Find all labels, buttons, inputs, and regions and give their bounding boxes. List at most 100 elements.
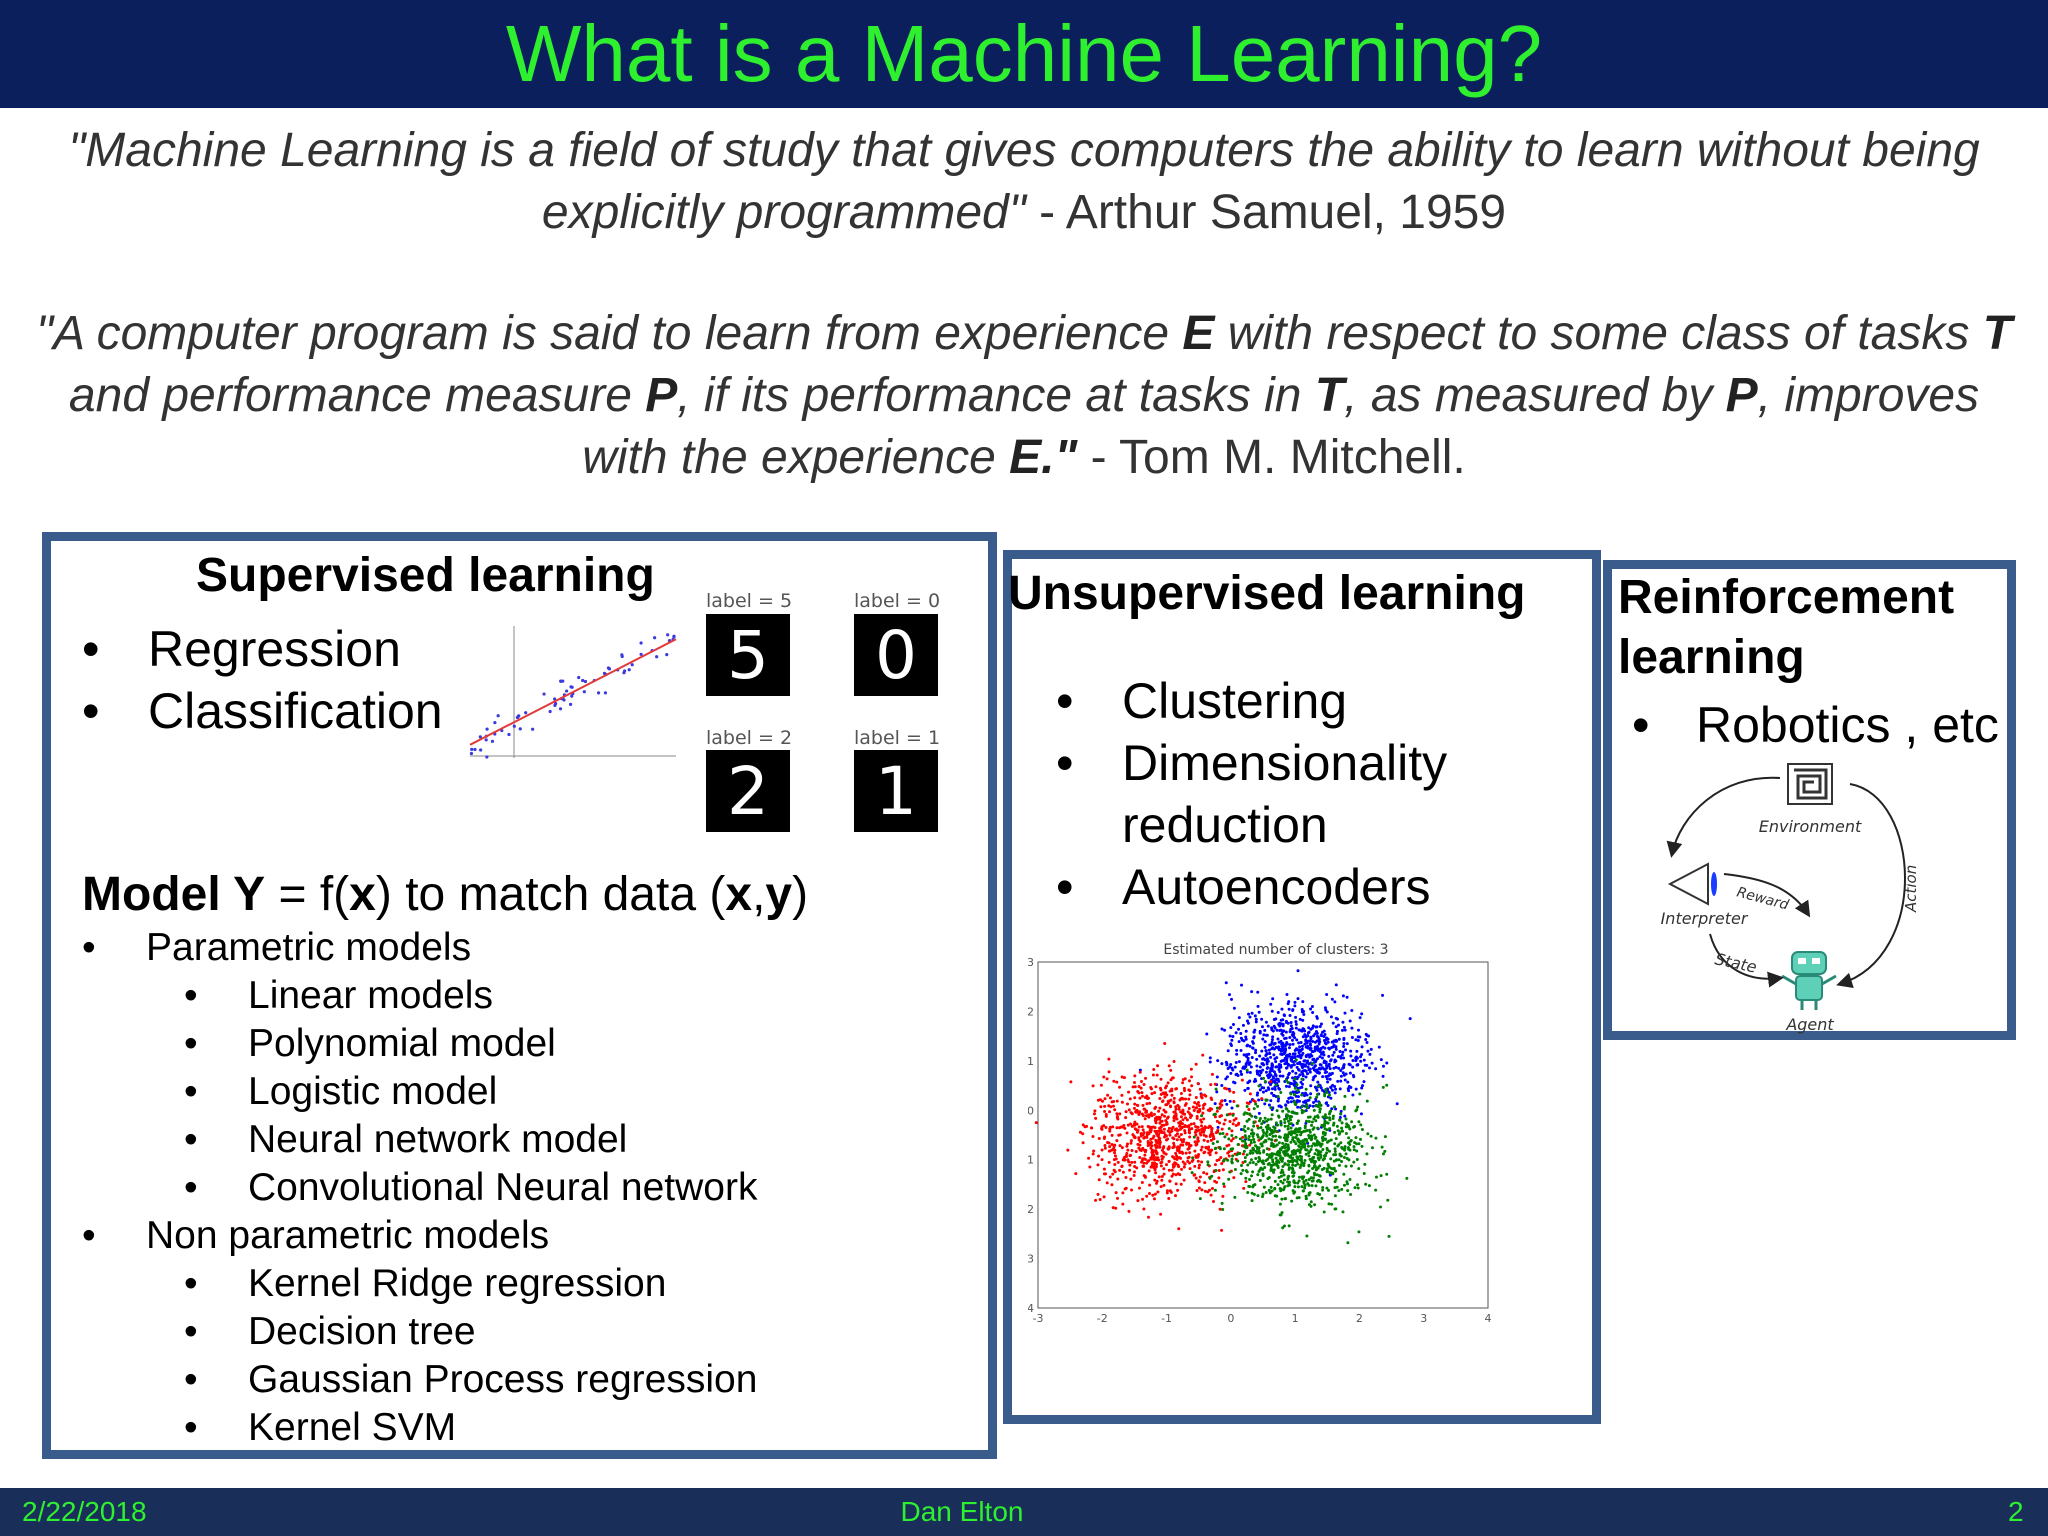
cluster-point [1331,1123,1335,1127]
cluster-point [1245,1105,1249,1109]
cluster-point [1207,1148,1211,1152]
cluster-point [1257,1156,1261,1160]
cluster-point [1118,1144,1122,1148]
cluster-point [1183,1077,1187,1081]
cluster-point [1291,1076,1295,1080]
cluster-point [1229,1062,1233,1066]
cluster-point [1232,1176,1236,1180]
cluster-point [1155,1073,1159,1077]
cluster-point [1324,1038,1328,1042]
x-tick-label: 0 [1227,1312,1234,1324]
cluster-point [1262,1086,1266,1090]
quote-samuel-text: "Machine Learning is a field of study th… [68,124,1980,239]
cluster-point [1237,1027,1241,1031]
cluster-point [1346,1080,1350,1084]
cluster-point [1335,1158,1339,1162]
cluster-point [1158,1139,1162,1143]
x-tick-label: 2 [1356,1312,1363,1324]
cluster-point [1270,1087,1274,1091]
cluster-point [1315,1088,1319,1092]
cluster-point [1241,1152,1245,1156]
cluster-point [1166,1137,1170,1141]
cluster-point [1305,1103,1309,1107]
scatter-point [666,633,670,637]
cluster-point [1120,1075,1124,1079]
q2-part1: "A computer program is said to learn fro… [35,307,1183,360]
cluster-point [1335,1032,1339,1036]
cluster-point [1116,1177,1120,1181]
cluster-point [1177,1147,1181,1151]
cluster-point [1165,1189,1169,1193]
cluster-point [1307,1068,1311,1072]
cluster-point [1354,1136,1358,1140]
cluster-point [1203,1102,1207,1106]
cluster-point [1174,1151,1178,1155]
cluster-point [1189,1067,1193,1071]
cluster-point [1066,1148,1070,1152]
cluster-point [1283,1162,1287,1166]
cluster-point [1280,1211,1284,1215]
cluster-point [1101,1099,1105,1103]
cluster-point [1196,1125,1200,1129]
cluster-point [1381,993,1385,997]
cluster-point [1311,1011,1315,1015]
cluster-point [1296,1119,1300,1123]
footer-date: 2/22/2018 [22,1496,147,1527]
cluster-point [1338,1116,1342,1120]
bullet: • [184,1166,198,1209]
cluster-point [1331,1088,1335,1092]
cluster-point [1303,1158,1307,1162]
cluster-point [1171,1165,1175,1169]
cluster-point [1085,1124,1089,1128]
cluster-point [1313,1085,1317,1089]
cluster-point [1208,1134,1212,1138]
cluster-point [1334,1137,1338,1141]
cluster-point [1088,1165,1092,1169]
cluster-point [1331,1117,1335,1121]
cluster-point [1154,1138,1158,1142]
cluster-point [1206,1163,1210,1167]
cluster-point [1308,1070,1312,1074]
cluster-point [1113,1163,1117,1167]
cluster-point [1278,1202,1282,1206]
cluster-point [1286,1100,1290,1104]
cluster-point [1120,1100,1124,1104]
cluster-point [1261,1037,1265,1041]
cluster-point [1296,1062,1300,1066]
cluster-point [1105,1077,1109,1081]
cluster-point [1308,1042,1312,1046]
scatter-point [568,702,573,706]
cluster-point [1138,1068,1142,1072]
cluster-point [1227,993,1231,997]
cluster-point [1303,1033,1307,1037]
cluster-point [1254,1017,1258,1021]
q2-part6: , improves with the experience [582,369,1980,484]
cluster-point [1149,1165,1153,1169]
cluster-point [1383,1135,1387,1139]
cluster-point [1208,1124,1212,1128]
cluster-point [1137,1125,1141,1129]
cluster-point [1172,1100,1176,1104]
cluster-point [1309,1092,1313,1096]
cluster-point [1227,1127,1231,1131]
cluster-point [1290,1171,1294,1175]
cluster-point [1136,1090,1140,1094]
cluster-point [1258,1117,1262,1121]
cluster-point [1307,1169,1311,1173]
cluster-point [1248,1177,1252,1181]
cluster-point [1303,1042,1307,1046]
cluster-point [1286,1124,1290,1128]
cluster-point [1154,1171,1158,1175]
bullet: • [82,621,100,677]
cluster-point [1334,1047,1338,1051]
cluster-point [1318,1050,1322,1054]
cluster-point [1344,1132,1348,1136]
cluster-point [1215,1090,1219,1094]
cluster-point [1282,1059,1286,1063]
cluster-point [1340,1160,1344,1164]
cluster-point [1256,1135,1260,1139]
cluster-point [1285,1042,1289,1046]
cluster-point [1276,1010,1280,1014]
cluster-point [1345,1182,1349,1186]
cluster-point [1151,1193,1155,1197]
